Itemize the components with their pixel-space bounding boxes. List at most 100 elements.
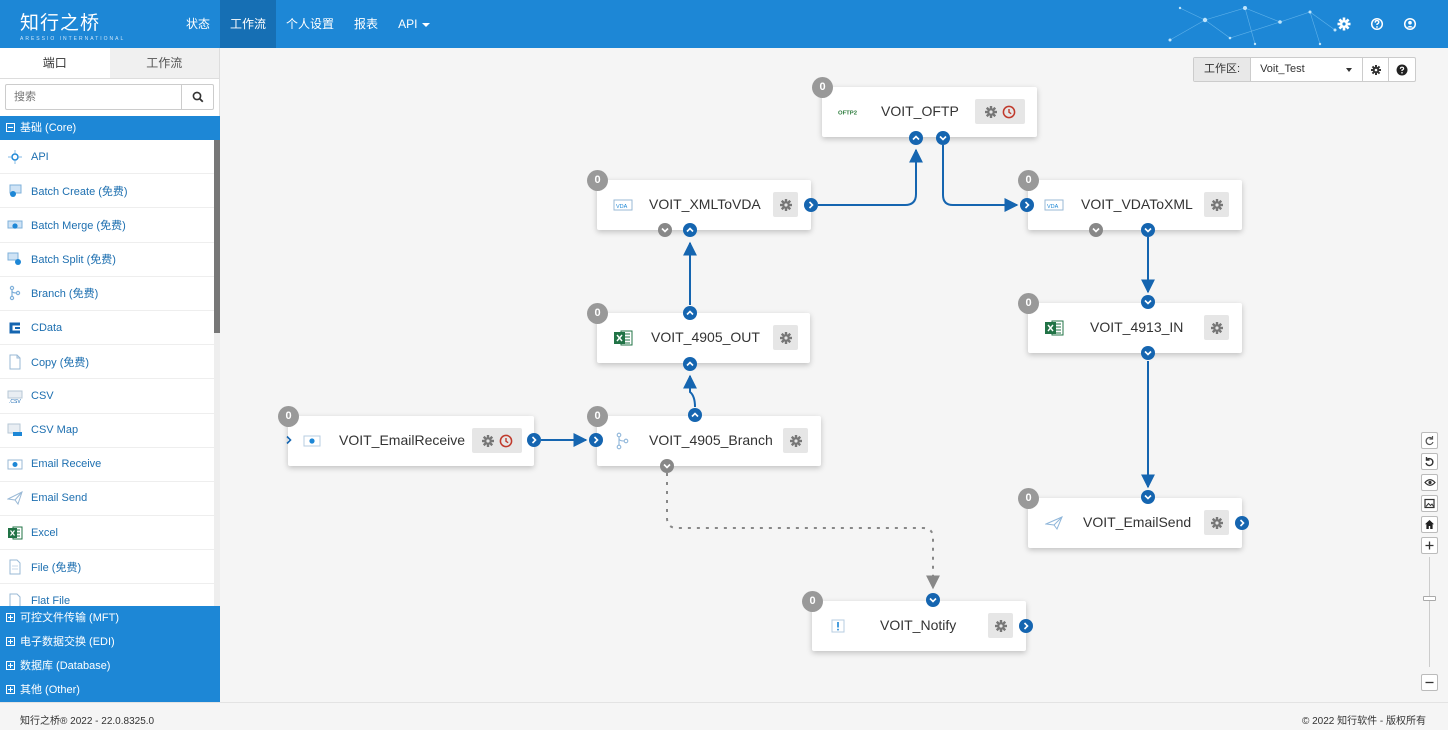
user-icon[interactable]: [1402, 14, 1418, 34]
port-output-icon[interactable]: [1019, 619, 1033, 633]
category-database[interactable]: 数据库 (Database): [0, 654, 220, 678]
nav-api-dropdown[interactable]: API: [388, 0, 440, 48]
palette-item-api[interactable]: API: [0, 140, 214, 175]
port-output-icon[interactable]: [1235, 516, 1249, 530]
flat-file-icon: [7, 593, 23, 606]
zoom-in-button[interactable]: [1421, 537, 1438, 554]
port-input-empty-icon[interactable]: [282, 433, 296, 447]
palette-search-input[interactable]: [6, 85, 181, 109]
palette-list: API Batch Create (免费) Batch Merge (免费) B…: [0, 140, 214, 606]
node-count-badge: 0: [587, 406, 608, 427]
nav-status[interactable]: 状态: [186, 17, 211, 31]
gear-icon: [482, 434, 494, 447]
category-mft[interactable]: 可控文件传输 (MFT): [0, 606, 220, 630]
palette-item-file[interactable]: File (免费): [0, 550, 214, 585]
palette-item-flat-file[interactable]: Flat File: [0, 584, 214, 606]
node-voit-oftp[interactable]: OFTP2 VOIT_OFTP: [822, 87, 1037, 137]
node-settings-button[interactable]: [1204, 510, 1229, 535]
node-settings-button[interactable]: [773, 192, 798, 217]
nav-profile-settings[interactable]: 个人设置: [286, 17, 335, 31]
category-other[interactable]: 其他 (Other): [0, 678, 220, 702]
workspace-dropdown[interactable]: Voit_Test: [1251, 58, 1364, 81]
search-button[interactable]: [181, 85, 213, 109]
home-icon: [1425, 520, 1434, 529]
node-label: VOIT_4905_OUT: [651, 329, 760, 345]
port-input-icon[interactable]: [926, 593, 940, 607]
node-settings-button[interactable]: [783, 428, 808, 453]
port-input-icon[interactable]: [589, 433, 603, 447]
port-output-icon[interactable]: [527, 433, 541, 447]
palette-item-batch-split[interactable]: Batch Split (免费): [0, 243, 214, 277]
tab-ports[interactable]: 端口: [42, 56, 67, 70]
node-settings-button[interactable]: [988, 613, 1013, 638]
zoom-out-button[interactable]: [1421, 674, 1438, 691]
palette-scrollbar-thumb[interactable]: [214, 140, 220, 333]
node-count-badge: 0: [278, 406, 299, 427]
node-settings-button[interactable]: [975, 99, 1025, 124]
gear-icon: [1210, 516, 1223, 529]
node-settings-button[interactable]: [773, 325, 798, 350]
undo-icon: [1425, 457, 1434, 467]
nav-workflow[interactable]: 工作流: [220, 0, 277, 48]
port-input-icon[interactable]: [683, 223, 697, 237]
batch-split-icon: [7, 251, 23, 267]
port-input-icon[interactable]: [683, 357, 697, 371]
port-output-icon[interactable]: [1141, 223, 1155, 237]
node-voit-notify[interactable]: VOIT_Notify: [812, 601, 1026, 651]
palette-item-csv-map[interactable]: CSV Map: [0, 414, 214, 448]
gear-icon[interactable]: [1336, 14, 1352, 34]
palette-item-csv[interactable]: .CSV CSV: [0, 379, 214, 414]
palette-item-cdata[interactable]: CData: [0, 311, 214, 346]
port-error-output-icon[interactable]: [658, 223, 672, 237]
nav-reports[interactable]: 报表: [354, 17, 379, 31]
port-input-icon[interactable]: [1020, 198, 1034, 212]
eye-icon: [1423, 479, 1436, 486]
palette-item-email-send[interactable]: Email Send: [0, 482, 214, 517]
image-icon: [1424, 498, 1435, 509]
category-edi[interactable]: 电子数据交换 (EDI): [0, 630, 220, 654]
workspace-settings-button[interactable]: [1363, 58, 1390, 81]
redo-button[interactable]: [1421, 432, 1438, 449]
node-voit-xmltovda[interactable]: VDA VOIT_XMLToVDA: [597, 180, 811, 230]
port-output-icon[interactable]: [936, 131, 950, 145]
help-icon[interactable]: [1369, 14, 1385, 34]
palette-item-batch-create[interactable]: Batch Create (免费): [0, 174, 214, 209]
preview-button[interactable]: [1421, 474, 1438, 491]
port-output-icon[interactable]: [804, 198, 818, 212]
port-output-icon[interactable]: [683, 306, 697, 320]
port-input-icon[interactable]: [1141, 295, 1155, 309]
zoom-slider-handle[interactable]: [1423, 596, 1436, 601]
palette-item-branch[interactable]: Branch (免费): [0, 277, 214, 311]
port-error-output-icon[interactable]: [660, 459, 674, 473]
image-export-button[interactable]: [1421, 495, 1438, 512]
expand-box-icon: [6, 661, 15, 670]
node-settings-button[interactable]: [472, 428, 522, 453]
undo-button[interactable]: [1421, 453, 1438, 470]
palette-item-email-receive[interactable]: Email Receive: [0, 448, 214, 482]
port-error-output-icon[interactable]: [1089, 223, 1103, 237]
workspace-help-button[interactable]: [1389, 58, 1415, 81]
port-output-icon[interactable]: [1141, 346, 1155, 360]
port-input-icon[interactable]: [909, 131, 923, 145]
palette-scrollbar-track[interactable]: [214, 140, 220, 606]
node-voit-4913-in[interactable]: VOIT_4913_IN: [1028, 303, 1242, 353]
top-icons: [1336, 14, 1418, 34]
node-voit-4905-branch[interactable]: VOIT_4905_Branch: [597, 416, 821, 466]
home-button[interactable]: [1421, 516, 1438, 533]
category-core[interactable]: 基础 (Core): [0, 116, 220, 140]
palette-item-copy[interactable]: Copy (免费): [0, 345, 214, 380]
port-up-icon[interactable]: [688, 408, 702, 422]
app-logo[interactable]: 知行之桥 ARESSIO INTERNATIONAL: [20, 12, 126, 42]
node-voit-emailsend[interactable]: VOIT_EmailSend: [1028, 498, 1242, 548]
palette-item-batch-merge[interactable]: Batch Merge (免费): [0, 208, 214, 243]
node-settings-button[interactable]: [1204, 315, 1229, 340]
node-settings-button[interactable]: [1204, 192, 1229, 217]
node-voit-4905-out[interactable]: VOIT_4905_OUT: [597, 313, 810, 363]
footer: 知行之桥® 2022 - 22.0.8325.0 © 2022 知行软件 - 版…: [0, 702, 1448, 730]
tab-workflows[interactable]: 工作流: [109, 48, 219, 78]
port-input-icon[interactable]: [1141, 490, 1155, 504]
zoom-slider-track[interactable]: [1429, 557, 1430, 667]
palette-item-excel[interactable]: Excel: [0, 516, 214, 551]
node-voit-vdatoxml[interactable]: VDA VOIT_VDAToXML: [1028, 180, 1242, 230]
node-voit-emailreceive[interactable]: VOIT_EmailReceive: [288, 416, 534, 466]
